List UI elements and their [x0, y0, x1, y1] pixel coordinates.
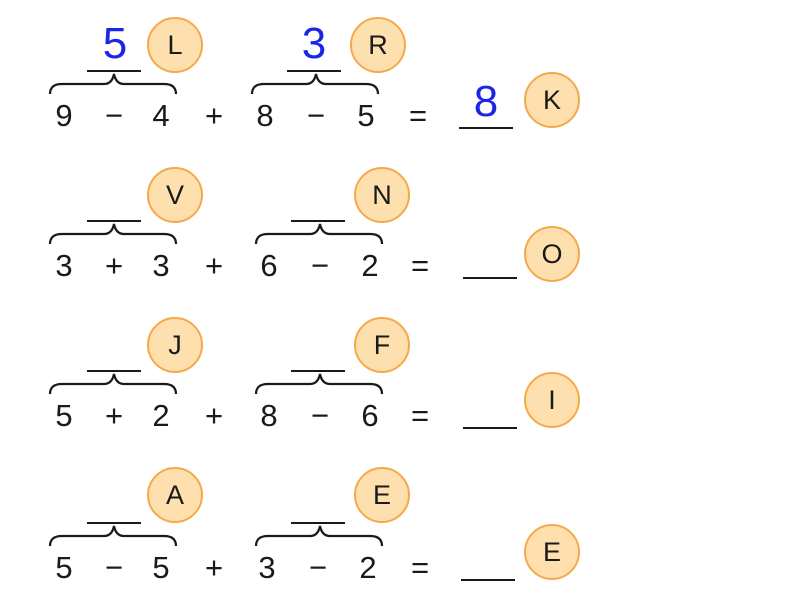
- left-operand-a: 9: [55, 98, 73, 133]
- right-group-answer-blank[interactable]: [291, 220, 345, 222]
- right-operand-b: 2: [361, 248, 379, 283]
- result-letter-circle: O: [524, 226, 580, 282]
- right-operand-a: 8: [256, 98, 274, 133]
- left-operand-b: 5: [152, 550, 170, 585]
- plus-sign: +: [204, 398, 224, 433]
- left-group-brace: [48, 73, 178, 95]
- right-operand-a: 6: [260, 248, 278, 283]
- right-group-brace: [254, 223, 384, 245]
- result-letter-circle: I: [524, 372, 580, 428]
- left-operator: +: [104, 248, 124, 283]
- left-operator: +: [104, 398, 124, 433]
- equals-sign: =: [410, 248, 430, 283]
- right-group-answer-blank[interactable]: [291, 522, 345, 524]
- right-group-letter-circle: F: [354, 317, 410, 373]
- right-operand-b: 2: [359, 550, 377, 585]
- left-operator: −: [104, 98, 124, 133]
- plus-sign: +: [204, 550, 224, 585]
- left-group-answer-blank[interactable]: [87, 370, 141, 372]
- left-operand-a: 5: [55, 550, 73, 585]
- right-group-answer[interactable]: 3: [301, 19, 327, 68]
- plus-sign: +: [204, 98, 224, 133]
- left-operand-a: 3: [55, 248, 73, 283]
- right-operand-b: 6: [361, 398, 379, 433]
- equation-row: 5 L 9 − 4 + 3 R 8 − 5 = 8 K: [0, 0, 800, 150]
- plus-sign: +: [204, 248, 224, 283]
- left-group-letter-circle: V: [147, 167, 203, 223]
- right-operand-a: 3: [258, 550, 276, 585]
- left-operand-a: 5: [55, 398, 73, 433]
- right-operator: −: [306, 98, 326, 133]
- right-group-answer-blank[interactable]: [287, 70, 341, 72]
- result-answer-blank[interactable]: [459, 127, 513, 129]
- left-group-answer-blank[interactable]: [87, 522, 141, 524]
- equation-row: J 5 + 2 + F 8 − 6 = I: [0, 300, 800, 450]
- right-group-brace: [250, 73, 380, 95]
- equation-row: A 5 − 5 + E 3 − 2 = E: [0, 450, 800, 600]
- result-answer-blank[interactable]: [463, 277, 517, 279]
- right-operand-a: 8: [260, 398, 278, 433]
- left-operator: −: [104, 550, 124, 585]
- right-operator: −: [310, 398, 330, 433]
- right-group-brace: [254, 525, 384, 547]
- right-group-answer-blank[interactable]: [291, 370, 345, 372]
- left-group-brace: [48, 373, 178, 395]
- result-answer-blank[interactable]: [461, 579, 515, 581]
- equals-sign: =: [408, 98, 428, 133]
- left-operand-b: 3: [152, 248, 170, 283]
- right-group-letter-circle: N: [354, 167, 410, 223]
- equals-sign: =: [410, 550, 430, 585]
- right-group-letter-circle: R: [350, 17, 406, 73]
- equation-row: V 3 + 3 + N 6 − 2 = O: [0, 150, 800, 300]
- right-operator: −: [310, 248, 330, 283]
- right-operator: −: [308, 550, 328, 585]
- left-group-answer-blank[interactable]: [87, 70, 141, 72]
- left-group-letter-circle: A: [147, 467, 203, 523]
- result-answer[interactable]: 8: [473, 77, 499, 126]
- result-answer-blank[interactable]: [463, 427, 517, 429]
- left-operand-b: 4: [152, 98, 170, 133]
- left-group-brace: [48, 525, 178, 547]
- result-letter-circle: K: [524, 72, 580, 128]
- left-group-letter-circle: L: [147, 17, 203, 73]
- left-group-answer[interactable]: 5: [102, 19, 128, 68]
- left-operand-b: 2: [152, 398, 170, 433]
- left-group-brace: [48, 223, 178, 245]
- left-group-answer-blank[interactable]: [87, 220, 141, 222]
- right-operand-b: 5: [357, 98, 375, 133]
- result-letter-circle: E: [524, 524, 580, 580]
- left-group-letter-circle: J: [147, 317, 203, 373]
- right-group-brace: [254, 373, 384, 395]
- equals-sign: =: [410, 398, 430, 433]
- right-group-letter-circle: E: [354, 467, 410, 523]
